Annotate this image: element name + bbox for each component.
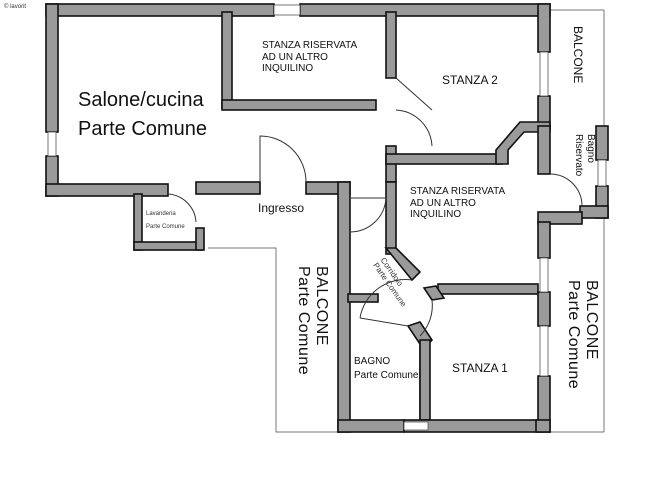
walls xyxy=(45,3,609,433)
room-label-balcone-top: BALCONE xyxy=(571,26,585,84)
room-label-ingresso: Ingresso xyxy=(258,201,305,215)
room-label-balcone-bottom: BALCONE Parte Comune xyxy=(564,280,600,390)
windows xyxy=(47,4,607,431)
room-label-stanza1: STANZA 1 xyxy=(452,361,508,375)
room-label-bagno: BAGNO Parte Comune xyxy=(354,356,419,381)
room-label-bagno-riservato: Bagno Riservato xyxy=(573,134,597,177)
room-label-salone: Salone/cucina Parte Comune xyxy=(78,89,207,140)
room-label-stanza-riservata-top: STANZA RISERVATA AD UN ALTRO INQUILINO xyxy=(262,40,358,74)
room-label-balcone-center: BALCONE Parte Comune xyxy=(294,266,330,376)
room-label-stanza-riservata-mid: STANZA RISERVATA AD UN ALTRO INQUILINO xyxy=(410,186,506,220)
room-label-lavanderia: Lavanderia Parte Comune xyxy=(146,211,185,230)
room-label-stanza2: STANZA 2 xyxy=(442,73,498,87)
doors xyxy=(167,77,583,337)
watermark: © lavorit xyxy=(4,4,27,10)
